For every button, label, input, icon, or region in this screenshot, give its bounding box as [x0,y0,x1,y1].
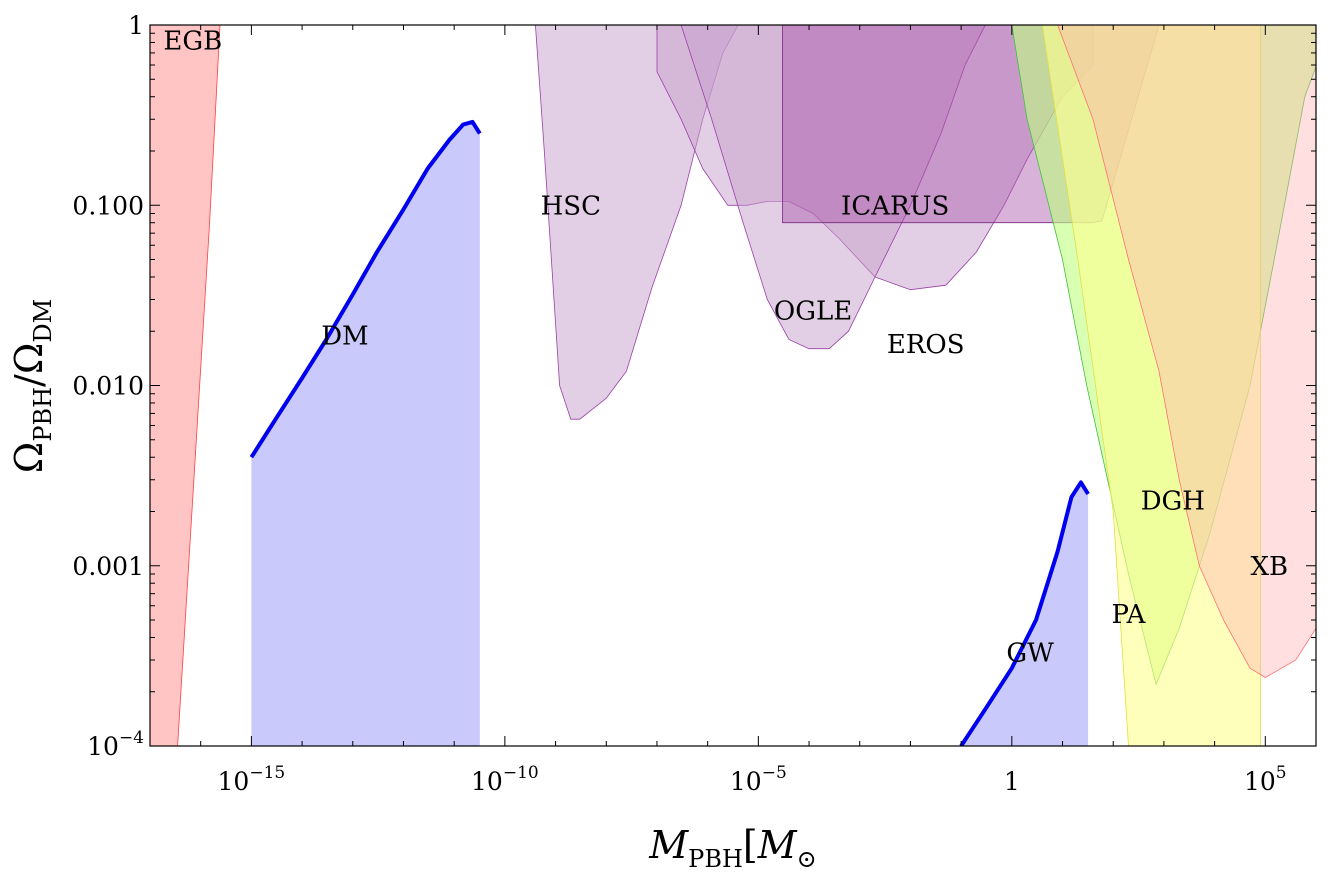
x-tick-label-exp: 5 [1276,763,1287,783]
label-xb: XB [1251,552,1289,582]
y-axis-title: ΩPBH/ΩDM [7,299,57,473]
series-line-gw [959,480,1090,746]
label-gw: GW [1006,639,1054,669]
label-egb: EGB [163,27,222,57]
label-hsc: HSC [541,191,601,221]
x-tick-label-base: 10 [1244,767,1276,796]
region-pa [1041,25,1261,746]
y-tick-label: 0.100 [72,191,144,220]
y-tick-label: 10−4 [87,728,144,761]
series-line-dm [249,119,482,459]
y-tick-label-base: 10 [87,732,119,761]
y-tick-label-base: 0.010 [72,372,144,401]
y-axis-title-num: Ω [7,442,51,474]
label-dgh: DGH [1141,487,1205,517]
x-tick-label: 10−15 [218,763,286,796]
x-tick-label: 105 [1244,763,1287,796]
x-tick-label: 10−10 [471,763,539,796]
x-axis-title-main: M [648,823,689,867]
label-eros: EROS [887,330,965,360]
x-axis-title-open: [ [743,823,758,867]
x-axis-title-main-sub: PBH [688,845,743,873]
series-area-dm [251,121,480,746]
region-xb [1057,25,1316,678]
x-tick-label: 1 [1004,767,1020,796]
y-tick-label-base: 0.100 [72,191,144,220]
x-tick-label-exp: −10 [503,763,539,783]
x-tick-label-exp: −15 [249,763,285,783]
y-tick-label: 0.001 [72,552,144,581]
y-tick-label-base: 0.001 [72,552,144,581]
region-eros [680,25,986,350]
label-pa: PA [1112,600,1147,630]
x-tick-label-base: 1 [1004,767,1020,796]
series-area-gw [961,482,1089,746]
y-axis-title-num-sub: PBH [29,387,57,442]
x-tick-label-base: 10 [471,767,503,796]
label-dm: DM [321,321,368,351]
x-tick-label-base: 10 [730,767,762,796]
y-tick-label: 1 [128,11,144,40]
label-ogle: OGLE [774,297,852,327]
region-egb [150,25,221,746]
y-axis-title-den-sub: DM [29,299,57,343]
y-tick-label-base: 1 [128,11,144,40]
x-tick-label: 10−5 [730,763,787,796]
constraint-regions [150,25,1316,746]
label-icarus: ICARUS [841,191,949,221]
plot-frame [149,24,1317,747]
y-tick-label-exp: −4 [119,728,144,748]
y-axis-title-den: Ω [7,343,51,375]
y-axis-title-slash: / [7,374,51,387]
region-labels: EGB DM HSC ICARUS OGLE EROS GW DGH PA XB [163,27,1288,669]
data-series [249,119,1090,746]
x-tick-label-exp: −5 [762,763,787,783]
x-axis-title: MPBH[M⊙ [648,823,817,873]
x-tick-label-base: 10 [218,767,250,796]
x-axis-title-sym-sub: ⊙ [797,845,817,873]
x-axis-title-sym: M [757,823,798,867]
y-tick-label: 0.010 [72,372,144,401]
